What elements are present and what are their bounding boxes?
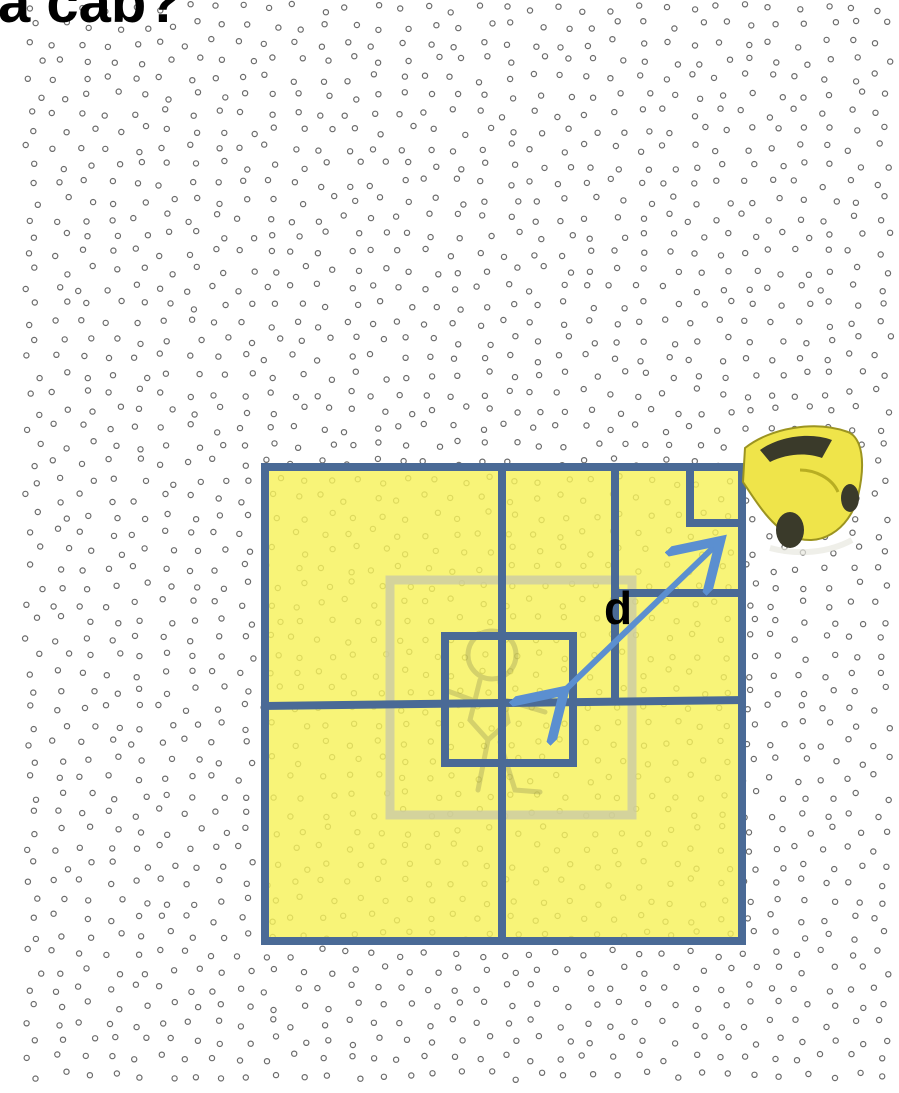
yellow-sports-car-icon [743,426,862,552]
distance-label: d [604,582,632,634]
